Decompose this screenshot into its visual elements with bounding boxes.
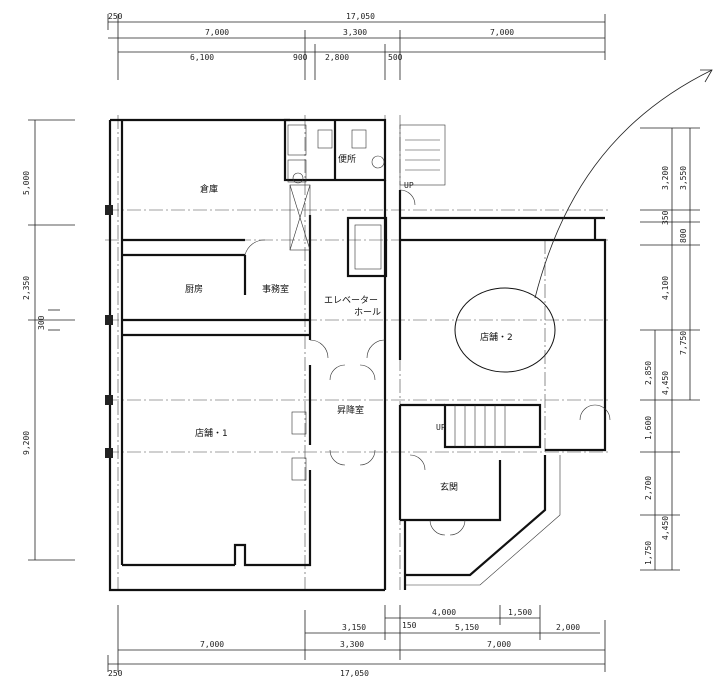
dim-top-6100: 6,100 (190, 53, 214, 62)
dim-left-9200: 9,200 (22, 431, 31, 455)
dim-top-7000-a: 7,000 (205, 28, 229, 37)
room-shop2: 店舗・2 (480, 331, 513, 343)
room-elevator-hall-line2: ホール (354, 307, 381, 318)
room-shop1: 店舗・1 (195, 427, 228, 439)
room-kitchen: 厨房 (185, 283, 203, 295)
dim-bottom-4000: 4,000 (432, 608, 456, 617)
dim-right-2700: 2,700 (644, 476, 653, 500)
dim-right-350: 350 (661, 210, 670, 225)
dim-top-250: 250 (108, 12, 123, 21)
door-swings (244, 189, 611, 536)
dim-left-2350: 2,350 (22, 276, 31, 300)
dim-right-4450-a: 4,450 (661, 371, 670, 395)
dim-top-2800: 2,800 (325, 53, 349, 62)
dim-bottom-3150: 3,150 (342, 623, 366, 632)
stair-up-label-top: UP (404, 181, 414, 190)
dim-left-5000: 5,000 (22, 171, 31, 195)
revision-arrow (534, 69, 713, 299)
dim-bottom-total: 17,050 (340, 669, 369, 678)
dim-right-1750: 1,750 (644, 541, 653, 565)
left-dimensions: 5,000 2,350 300 9,200 (22, 119, 75, 561)
room-toilet: 便所 (338, 153, 356, 165)
room-entrance: 玄関 (440, 481, 458, 493)
right-dimensions: 3,200 3,550 350 800 4,100 7,750 2,850 4,… (640, 127, 700, 571)
dim-top-7000-b: 7,000 (490, 28, 514, 37)
dim-top-total: 17,050 (346, 12, 375, 21)
walls (105, 118, 607, 592)
dim-right-4100: 4,100 (661, 276, 670, 300)
dim-bottom-150: 150 (402, 621, 417, 630)
dim-right-1600: 1,600 (644, 416, 653, 440)
dim-bottom-2000: 2,000 (556, 623, 580, 632)
dim-right-3550: 3,550 (679, 166, 688, 190)
room-elevator-hall-line1: エレベーター (324, 295, 378, 306)
room-storage: 倉庫 (200, 183, 218, 195)
highlight-circle (454, 287, 556, 373)
dim-bottom-5150: 5,150 (455, 623, 479, 632)
dim-bottom-1500: 1,500 (508, 608, 532, 617)
dim-right-7750: 7,750 (679, 331, 688, 355)
dim-bottom-3300: 3,300 (340, 640, 364, 649)
room-office: 事務室 (262, 283, 289, 295)
stair-up-label-bottom: UP (436, 423, 446, 432)
dim-top-500: 500 (388, 53, 403, 62)
stair-treads (454, 405, 506, 447)
dim-bottom-7000-b: 7,000 (487, 640, 511, 649)
dim-bottom-250: 250 (108, 669, 123, 678)
dim-bottom-7000-a: 7,000 (200, 640, 224, 649)
top-dimensions: 250 17,050 7,000 3,300 7,000 6,100 900 2… (107, 12, 606, 80)
dim-right-2850: 2,850 (644, 361, 653, 385)
room-lobby: 昇降室 (337, 404, 364, 416)
dim-left-300: 300 (37, 315, 46, 330)
bottom-dimensions: 4,000 1,500 3,150 150 5,150 2,000 7,000 … (107, 605, 606, 678)
dim-right-4450-b: 4,450 (661, 516, 670, 540)
dim-top-900: 900 (293, 53, 308, 62)
dim-right-3200: 3,200 (661, 166, 670, 190)
dim-right-800: 800 (679, 228, 688, 243)
dim-top-3300: 3,300 (343, 28, 367, 37)
